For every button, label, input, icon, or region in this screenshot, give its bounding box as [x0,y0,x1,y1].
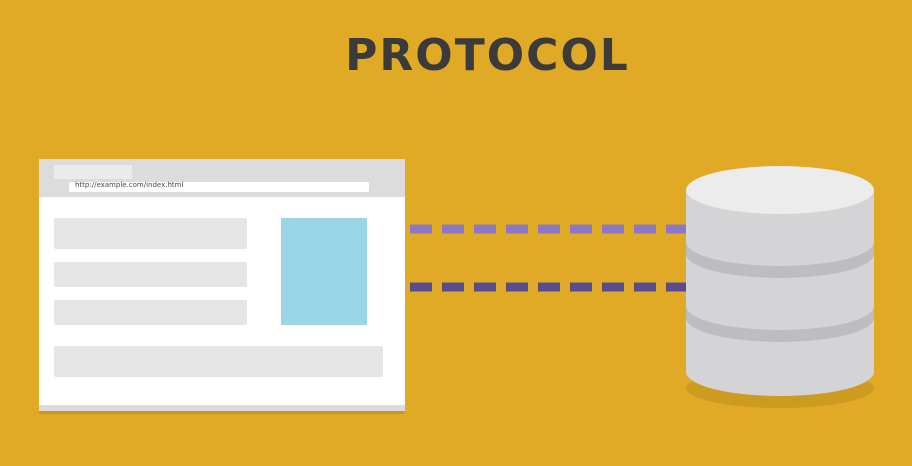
content-block-footer [54,346,383,377]
browser-bottom-edge [39,405,405,411]
browser-window: http://example.com/index.html [39,159,405,411]
address-bar: http://example.com/index.html [69,181,369,192]
database-server-icon [686,166,874,408]
content-block-3 [54,300,247,325]
browser-tab [54,165,132,179]
browser-toolbar: http://example.com/index.html [39,159,405,197]
content-block-1 [54,218,247,249]
image-placeholder [281,218,367,325]
content-block-2 [54,262,247,287]
address-url: http://example.com/index.html [75,181,184,189]
diagram-title: PROTOCOL [345,30,630,81]
